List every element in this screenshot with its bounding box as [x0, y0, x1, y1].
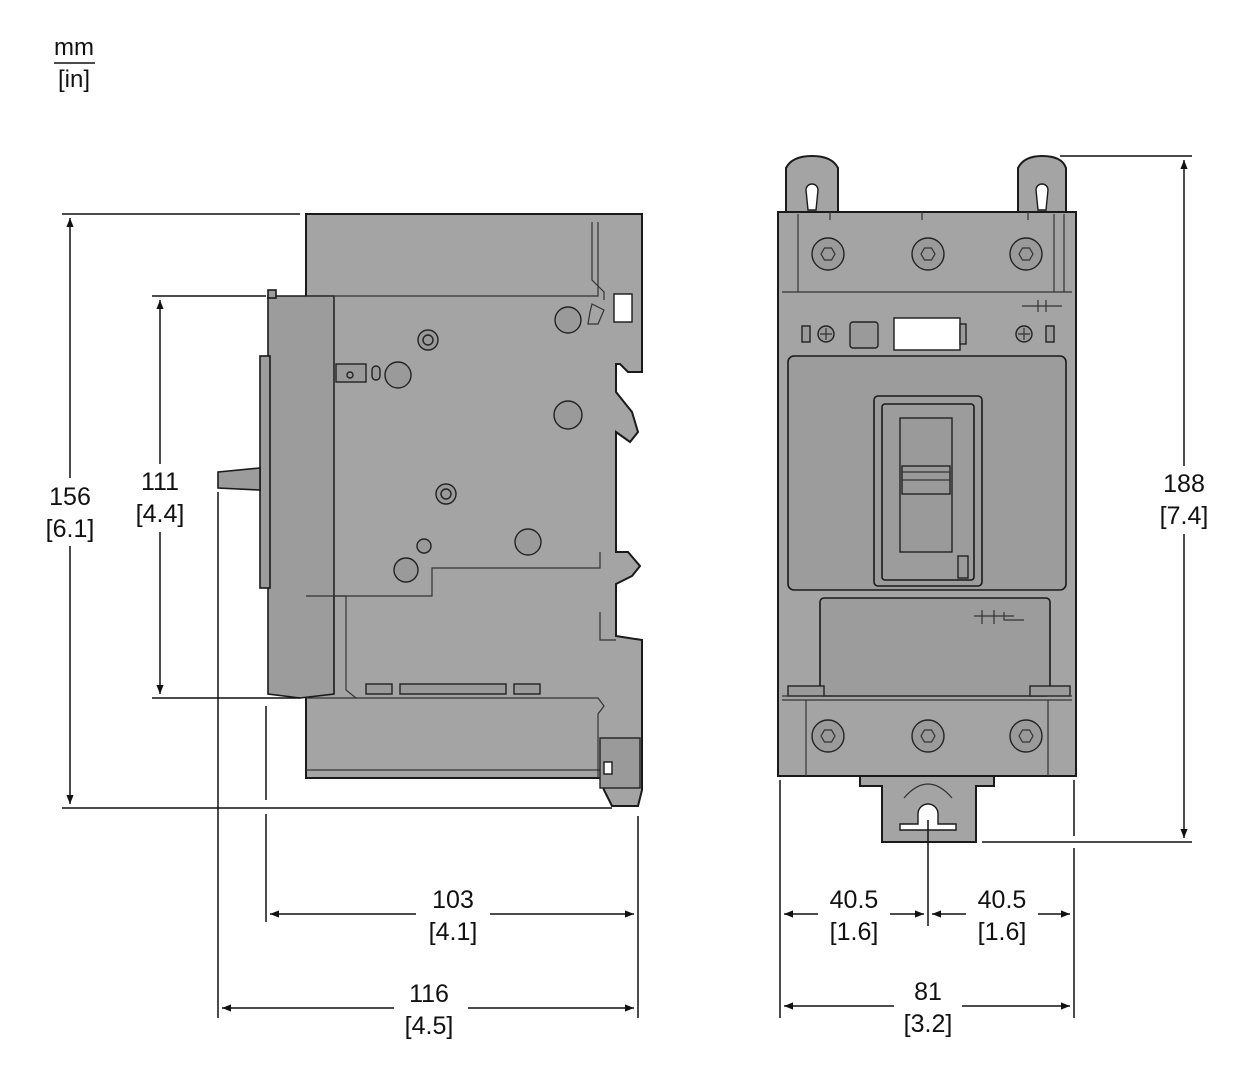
unit-mm: mm	[54, 34, 94, 61]
dim-front-width: 81 [3.2]	[784, 976, 1070, 1042]
side-extension-lines	[62, 213, 639, 1018]
dim-111-mm: 111	[141, 468, 179, 496]
dim-103-mm: 103	[432, 886, 474, 914]
dim-side-inner-height: 111 [4.4]	[128, 300, 192, 694]
dim-188-in: [7.4]	[1160, 502, 1209, 530]
dim-116-mm: 116	[409, 980, 449, 1008]
units-legend: mm [in]	[54, 34, 95, 93]
dim-40-5-left-in: [1.6]	[830, 918, 879, 946]
dim-156-mm: 156	[49, 483, 91, 511]
dim-front-half-left: 40.5 [1.6]	[784, 884, 924, 950]
dim-front-half-right: 40.5 [1.6]	[932, 884, 1070, 950]
unit-in: [in]	[58, 66, 90, 93]
dim-116-in: [4.5]	[405, 1012, 454, 1040]
dim-156-in: [6.1]	[46, 515, 95, 543]
dim-81-in: [3.2]	[904, 1010, 953, 1038]
dim-side-total-height: 156 [6.1]	[36, 218, 104, 804]
front-view-breaker	[777, 154, 1077, 843]
dim-103-in: [4.1]	[429, 918, 478, 946]
front-extension-lines	[779, 155, 1192, 1018]
dim-188-mm: 188	[1163, 470, 1205, 498]
dim-40-5-left-mm: 40.5	[830, 886, 879, 914]
dim-side-depth-total: 116 [4.5]	[222, 978, 634, 1044]
dim-40-5-right-in: [1.6]	[978, 918, 1027, 946]
dim-81-mm: 81	[914, 978, 942, 1006]
dim-front-height: 188 [7.4]	[1150, 160, 1218, 838]
dim-40-5-right-mm: 40.5	[978, 886, 1027, 914]
dim-side-depth-body: 103 [4.1]	[270, 884, 634, 950]
dim-111-in: [4.4]	[136, 500, 185, 528]
side-view-breaker	[217, 213, 643, 807]
